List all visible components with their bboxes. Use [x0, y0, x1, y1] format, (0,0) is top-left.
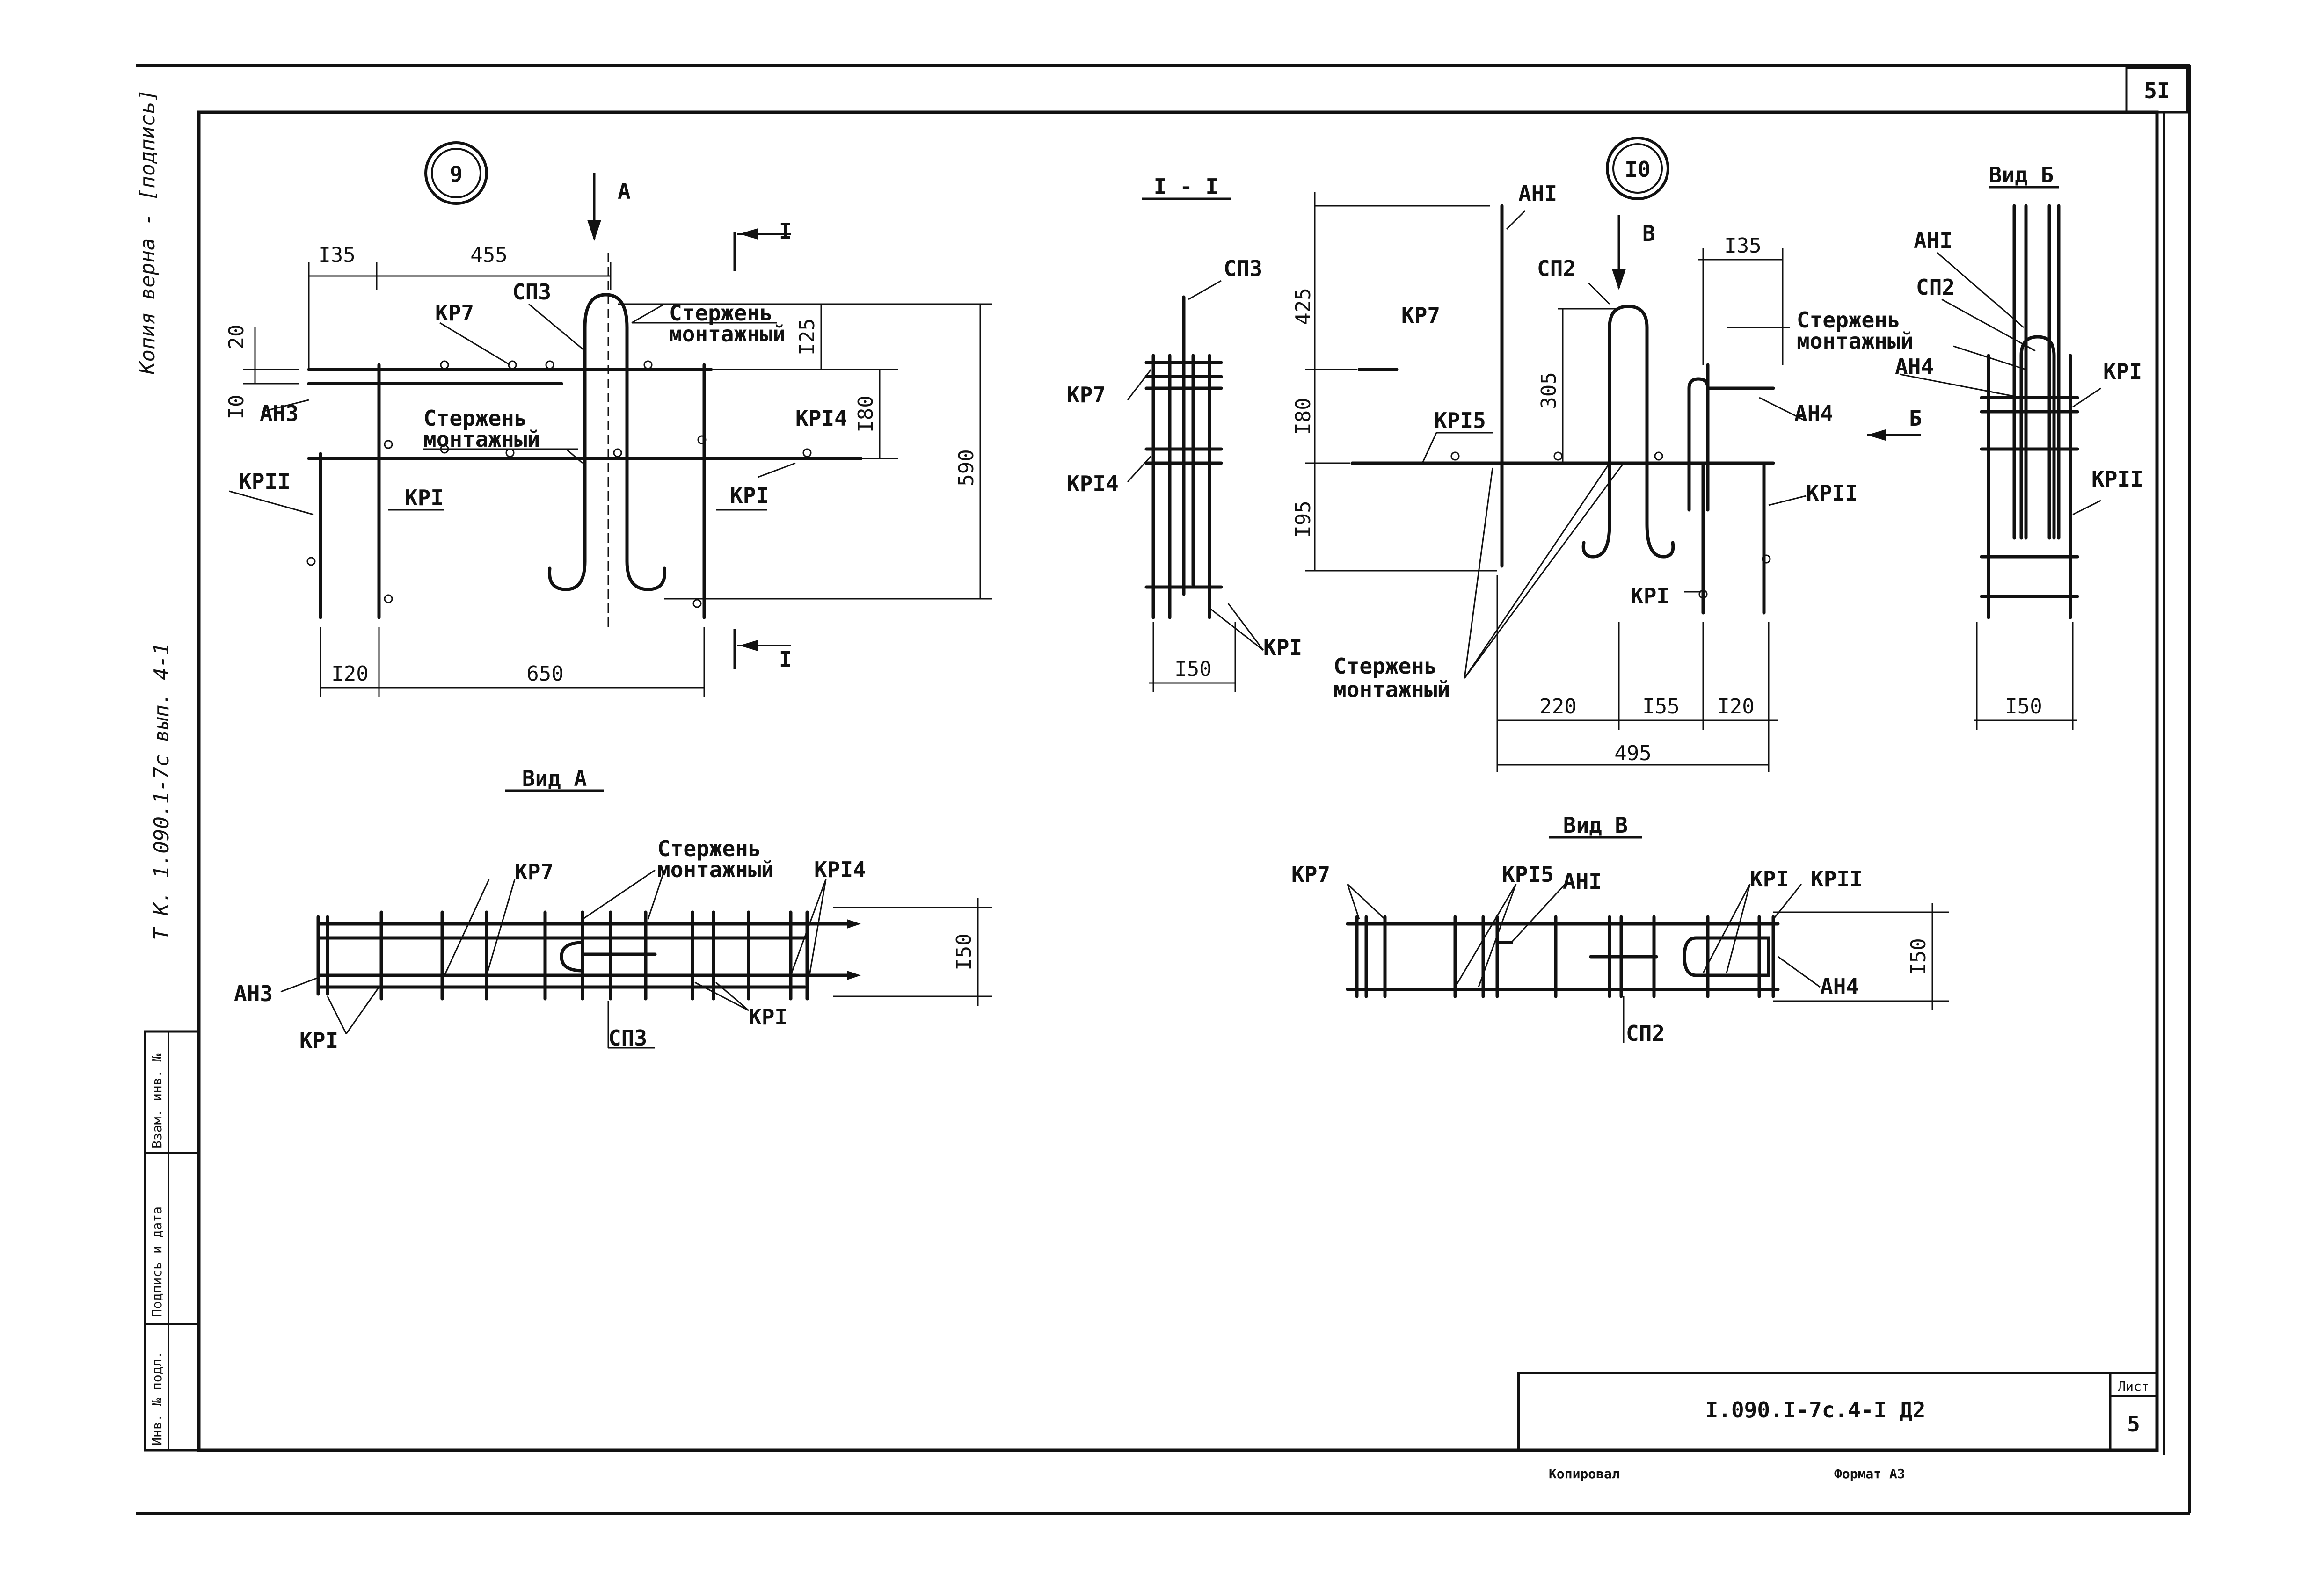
node-10-dim-305: 305 [1537, 372, 1561, 409]
view-b-dim-150: I50 [2005, 695, 2042, 719]
node-9-dim-180: I80 [854, 395, 878, 432]
node-9-number: 9 [450, 161, 463, 187]
node-9-mounting-label: монтажный [669, 321, 786, 347]
view-v-an4-label: АН4 [1820, 974, 1859, 999]
node-10-rod-label: Стержень [1333, 654, 1437, 679]
node-9-dim-10: I0 [225, 395, 248, 420]
node-10-number: I0 [1625, 157, 1650, 182]
view-v-kr11-label: КРII [1811, 866, 1863, 892]
node-9-kr14-label: КРI4 [795, 406, 847, 431]
view-b-an1-label: АНI [1914, 228, 1952, 253]
view-a-kr1-label: КРI [299, 1028, 338, 1053]
node-10-kr7-label: КР7 [1401, 303, 1440, 328]
node-10-dim-180: I80 [1291, 398, 1315, 435]
section-1-1-kr7-label: КР7 [1067, 382, 1106, 407]
view-b-arrow-label: Б [1909, 406, 1922, 431]
node-10-dim-135: I35 [1724, 234, 1761, 258]
node-9-mounting2-label: монтажный [423, 427, 540, 452]
node-9-kr1b-label: КРI [730, 483, 769, 508]
node-10-mounting-label: монтажный [1333, 677, 1450, 702]
sheet-frame [136, 64, 2191, 1515]
section-1-1-dim-150: I50 [1174, 657, 1211, 681]
view-b-an4-label: АН4 [1895, 354, 1934, 379]
view-v-sp2-label: СП2 [1626, 1021, 1665, 1046]
section-1-1-kr14-label: КРI4 [1067, 471, 1119, 496]
sheet-number: 5I [2144, 78, 2170, 103]
view-a-drawing [280, 789, 992, 1049]
view-b-title: Вид Б [1989, 162, 2054, 188]
node-9-cut-bottom: I [779, 646, 792, 672]
node-9-cut-top: I [779, 218, 792, 244]
node-10-dim-425: 425 [1291, 288, 1315, 325]
view-v-title: Вид В [1563, 813, 1628, 838]
node-9-arrow-label: А [618, 179, 631, 204]
node-10-drawing [1305, 137, 1807, 772]
list-label: Лист [2118, 1379, 2149, 1394]
section-1-1-drawing [1127, 197, 1264, 692]
view-a-kr7-label: КР7 [515, 859, 554, 885]
node-9-dim-455: 455 [470, 243, 507, 267]
node-10-an4-label: АН4 [1794, 401, 1833, 426]
node-9-dim-120: I20 [331, 662, 368, 686]
node-10-dim-120: I20 [1717, 695, 1754, 719]
node-10-kr11-label: КРII [1806, 480, 1858, 506]
view-b-kr1-label: КРI [2103, 359, 2142, 384]
node-9-kr7-label: КР7 [435, 300, 474, 326]
view-v-kr15-label: КРI5 [1502, 862, 1554, 887]
node-9-kr1-label: КРI [405, 485, 444, 510]
view-v-kr7-label: КР7 [1291, 862, 1330, 887]
view-a-mounting-label: монтажный [657, 857, 774, 882]
view-b-rod-label: Стержень [1797, 307, 1901, 333]
view-b-kr11-label: КРII [2091, 466, 2143, 492]
node-10-sp2-label: СП2 [1537, 256, 1576, 281]
view-b-drawing [1867, 186, 2101, 730]
copied-label: Копировал [1549, 1466, 1620, 1482]
node-9-rod2-label: Стержень [423, 406, 527, 431]
node-9-dim-135: I35 [318, 243, 355, 267]
node-9-sp3-label: СП3 [512, 279, 551, 305]
node-10-arrow-label: В [1642, 221, 1655, 246]
node-10-kr15-label: КРI5 [1434, 408, 1486, 433]
stamp-vzam-inv: Взам. инв. № [149, 1054, 165, 1148]
node-9-dim-125: I25 [795, 318, 819, 355]
node-9-dim-20: 20 [225, 325, 248, 349]
view-b-sp2-label: СП2 [1916, 275, 1955, 300]
side-note-series: Т К. 1.090.1-7с вып. 4-1 [150, 643, 174, 940]
section-1-1-title: I - I [1154, 174, 1218, 199]
view-a-title: Вид А [522, 766, 587, 791]
node-9-an3-label: АН3 [260, 401, 299, 426]
side-note-copy: Копия верна - [подпись] [136, 89, 160, 375]
list-number: 5 [2127, 1411, 2140, 1437]
node-10-dim-495: 495 [1614, 741, 1651, 765]
view-a-kr14-label: КРI4 [814, 857, 866, 882]
node-10-kr1-label: КРI [1631, 583, 1669, 609]
node-9-rod-label: Стержень [669, 300, 773, 326]
view-a-sp3-label: СП3 [608, 1025, 647, 1051]
stamp-inv-podl: Инв. № подл. [149, 1351, 165, 1445]
node-10-an1-label: АНI [1518, 181, 1557, 206]
node-10-dim-155: I55 [1642, 695, 1679, 719]
node-10-dim-195: I95 [1291, 501, 1315, 537]
format-label: Формат А3 [1834, 1466, 1905, 1482]
node-9-dim-590: 590 [954, 449, 978, 486]
view-a-dim-150: I50 [952, 933, 976, 970]
section-1-1-kr1-label: КРI [1263, 635, 1302, 660]
view-a-an3-label: АН3 [234, 981, 273, 1006]
section-1-1-sp3-label: СП3 [1224, 256, 1262, 281]
node-10-dim-220: 220 [1539, 695, 1576, 719]
node-9-drawing [229, 141, 992, 697]
view-a-rod-label: Стержень [657, 836, 761, 861]
node-9-dim-650: 650 [526, 662, 563, 686]
view-v-drawing [1346, 836, 1949, 1043]
view-v-dim-150: I50 [1907, 938, 1931, 975]
document-code: I.090.I-7c.4-I Д2 [1705, 1397, 1926, 1423]
stamp-sign-date: Подпись и дата [149, 1206, 165, 1317]
view-a-kr1b-label: КРI [749, 1004, 787, 1030]
view-v-kr1-label: КРI [1750, 866, 1789, 892]
view-v-an1-label: АНI [1563, 869, 1602, 894]
view-b-mounting-label: монтажный [1797, 328, 1913, 354]
node-9-kr11-label: КРII [239, 469, 291, 494]
